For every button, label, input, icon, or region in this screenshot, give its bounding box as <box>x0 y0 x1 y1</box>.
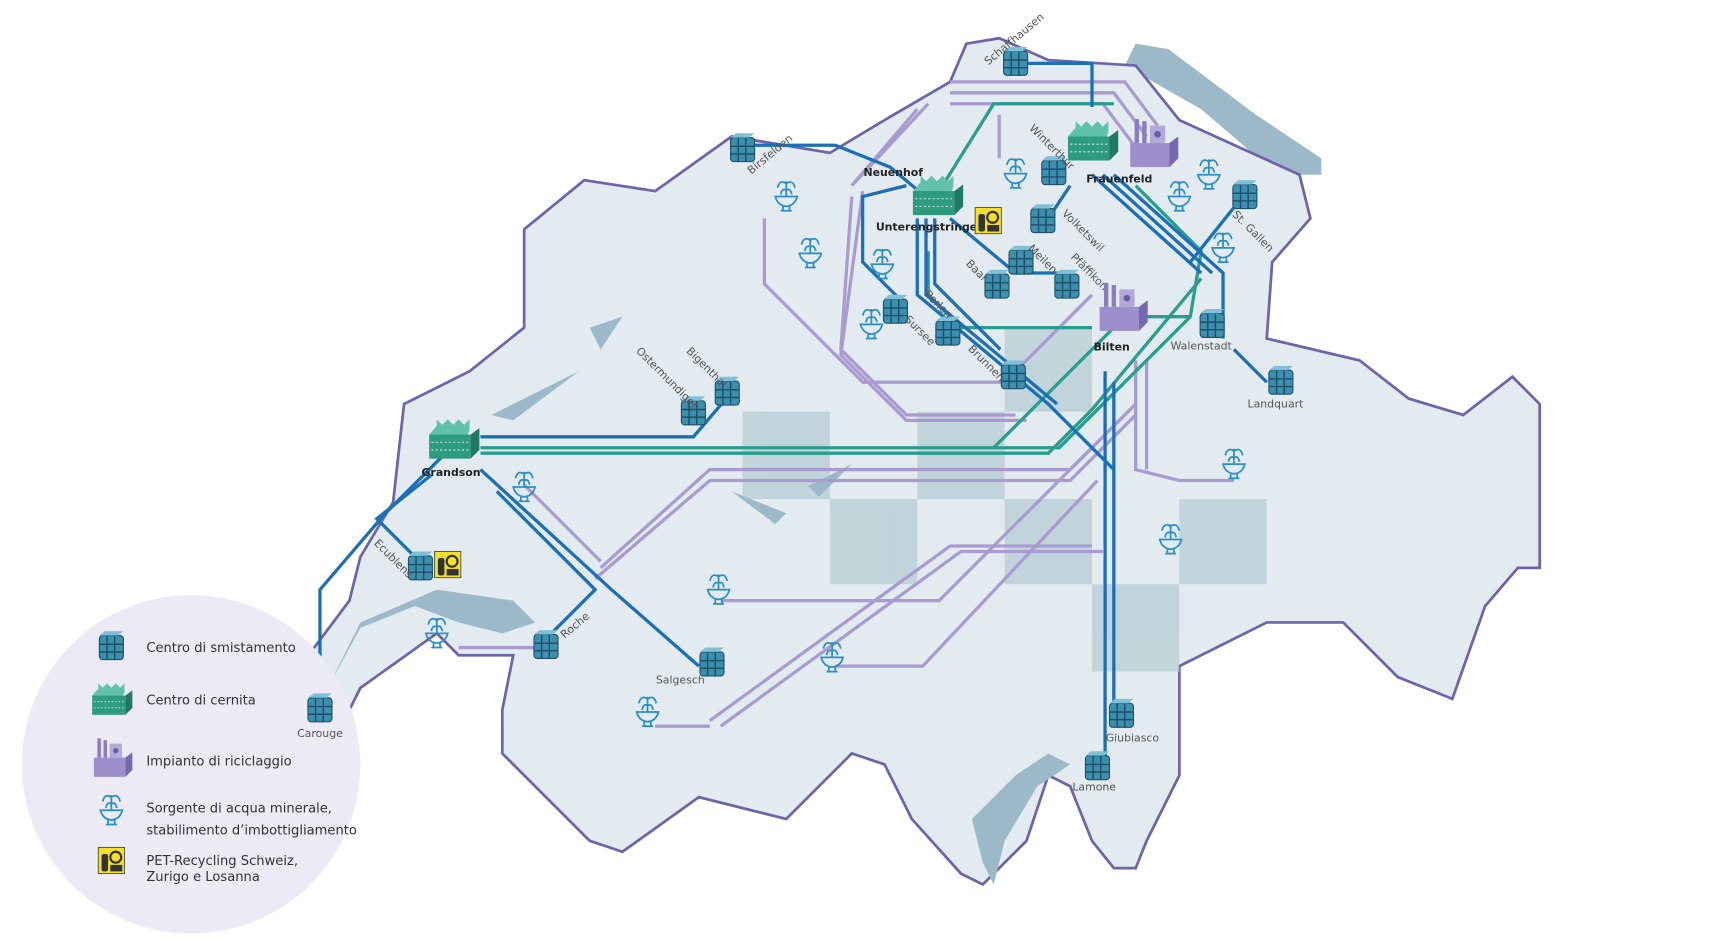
legend-item: PET-Recycling Schweiz,Zurigo e Losanna <box>97 846 298 885</box>
site-label: Lamone <box>1072 781 1116 794</box>
sorting-center-icon <box>1108 698 1135 728</box>
legend-label: Sorgente di acqua minerale, <box>146 801 332 816</box>
site-label: Unterengstringen <box>876 220 985 233</box>
legend-label: Centro di cernita <box>146 693 256 708</box>
sorting-center-icon <box>407 550 434 581</box>
site-giubiasco: Giubiasco <box>1106 698 1160 744</box>
site-salgesch: Salgesch <box>656 646 725 687</box>
legend-item: Impianto di riciclaggio <box>93 738 292 777</box>
sorting-center-icon <box>1054 269 1080 299</box>
pet-recycling-icon <box>97 846 126 875</box>
sorting-center-icon <box>307 692 333 723</box>
site-label: Neuenhof <box>864 166 924 179</box>
lake-constance <box>1124 43 1322 175</box>
site-landquart: Landquart <box>1248 365 1305 410</box>
legend-label-line2: stabilimento d’imbottigliamento <box>146 823 357 838</box>
sorting-center-icon <box>533 629 559 660</box>
sorting-center-icon <box>1232 179 1258 210</box>
site-lamone: Lamone <box>1072 750 1116 794</box>
recycling-routes <box>458 80 1234 728</box>
sorting-center-icon <box>1199 308 1225 339</box>
sorting-center-icon <box>1268 365 1294 395</box>
site-label: Landquart <box>1248 397 1305 410</box>
site-label: Carouge <box>297 727 343 740</box>
mineral-spring-icon <box>425 617 449 649</box>
lake-geneva <box>327 589 536 688</box>
site-bilten: Bilten <box>1094 282 1148 354</box>
site-walenstadt: Walenstadt <box>1171 308 1233 352</box>
legend-item: Centro di cernita <box>91 682 256 716</box>
site-label: Bilten <box>1094 341 1130 354</box>
legend-label: Impianto di riciclaggio <box>146 754 291 769</box>
legend-label-line2: Zurigo e Losanna <box>146 870 260 885</box>
legend-item: Sorgente di acqua minerale, stabilimento … <box>99 794 357 838</box>
sorting-center-icon <box>729 132 756 163</box>
site-label: Frauenfeld <box>1086 172 1152 185</box>
pet-recycling-icon <box>433 550 462 579</box>
site-label: Giubiasco <box>1106 731 1160 744</box>
site-neuenhof: Neuenhof <box>864 166 924 179</box>
sorting-center-icon <box>1084 750 1111 781</box>
site-label: Grandson <box>421 466 480 479</box>
sorting-center-icon <box>699 646 725 677</box>
sorting-center-icon <box>935 315 961 346</box>
sorting-routes <box>318 61 1268 765</box>
site-carouge: Carouge <box>297 692 343 740</box>
legend-label: Centro di smistamento <box>146 641 295 656</box>
site-label: Salgesch <box>656 674 705 687</box>
legend-label: PET-Recycling Schweiz, <box>146 854 298 869</box>
pet-recycling-icon <box>974 206 1003 235</box>
legend-item: Centro di smistamento <box>98 630 296 661</box>
site-unterengstringen: Unterengstringen <box>876 175 985 233</box>
site-grandson: Grandson <box>421 418 481 479</box>
site-frauenfeld: Frauenfeld <box>1067 120 1152 185</box>
site-label: Walenstadt <box>1171 339 1233 352</box>
sorting-center-icon <box>98 630 125 661</box>
sorting-center-icon <box>1030 203 1056 234</box>
